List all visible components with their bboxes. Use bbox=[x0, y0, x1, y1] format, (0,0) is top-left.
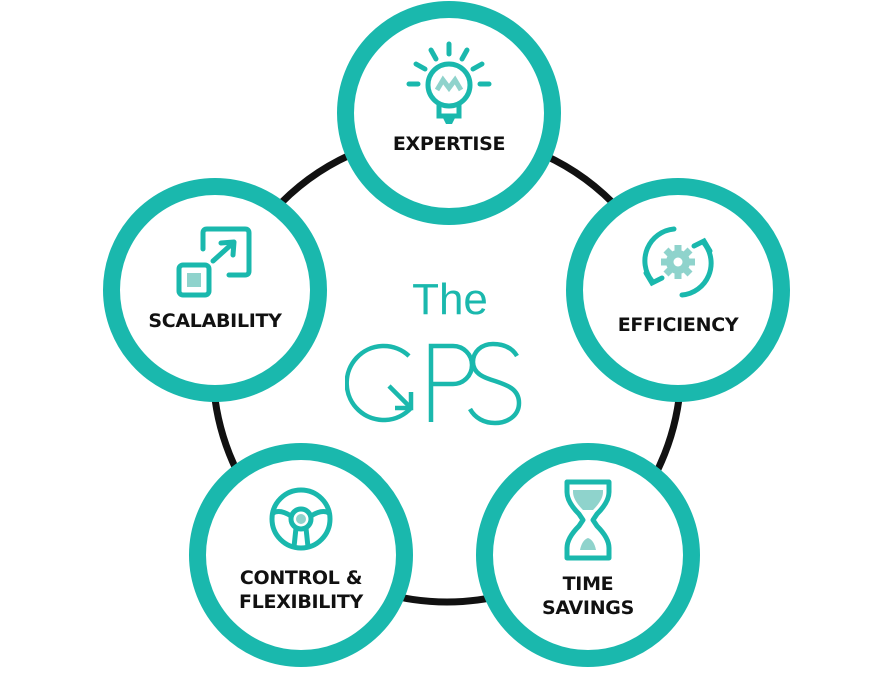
node-label-expertise: EXPERTISE bbox=[392, 133, 506, 155]
scale-up-icon bbox=[176, 226, 252, 298]
lightbulb-icon bbox=[406, 41, 492, 124]
steering-wheel-icon bbox=[269, 487, 333, 551]
node-control-flexibility: CONTROL & FLEXIBILITY bbox=[189, 443, 413, 667]
title-gps: GPS bbox=[445, 425, 447, 427]
node-time-savings: TIME SAVINGS bbox=[476, 443, 700, 667]
hourglass-icon bbox=[564, 479, 612, 561]
node-label-time-savings: TIME SAVINGS bbox=[542, 573, 634, 619]
node-expertise: EXPERTISE bbox=[337, 1, 561, 225]
gear-cycle-icon bbox=[642, 226, 714, 298]
title-the: The bbox=[412, 275, 488, 324]
node-label-scalability: SCALABILITY bbox=[148, 310, 282, 332]
center-title: The bbox=[340, 275, 560, 325]
node-label-efficiency: EFFICIENCY bbox=[617, 314, 739, 336]
title-gps-logo: GPS bbox=[345, 341, 522, 427]
node-efficiency: EFFICIENCY bbox=[566, 178, 790, 402]
node-scalability: SCALABILITY bbox=[103, 178, 327, 402]
node-label-control-flexibility: CONTROL & FLEXIBILITY bbox=[239, 567, 363, 613]
